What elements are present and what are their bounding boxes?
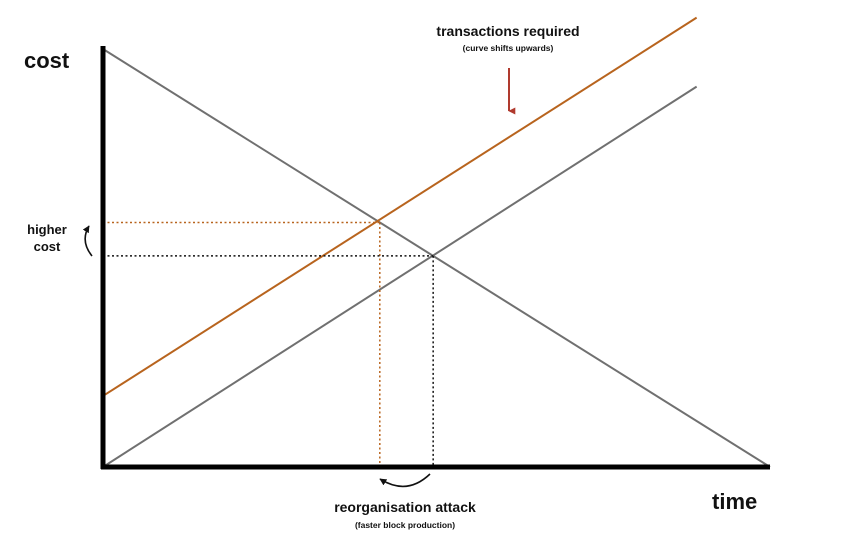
- series-layer: [102, 16, 771, 468]
- annotation-faster-block-production: (faster block production): [355, 520, 455, 530]
- reorganisation-arrow: [379, 473, 431, 488]
- annotation-higher: higher: [27, 222, 67, 237]
- annotation-transactions-required: transactions required: [436, 23, 579, 39]
- annotation-reorganisation-attack: reorganisation attack: [334, 499, 476, 515]
- higher-cost-arrow: [82, 225, 93, 257]
- x-axis-label: time: [712, 489, 757, 514]
- annotation-curve-shifts-upwards: (curve shifts upwards): [463, 43, 554, 53]
- series-line-2: [102, 85, 698, 468]
- series-line-1: [102, 48, 771, 468]
- reference-lines-layer: [103, 221, 434, 467]
- series-line-3: [102, 16, 698, 397]
- annotation-cost: cost: [34, 239, 61, 254]
- y-axis-label: cost: [24, 48, 70, 73]
